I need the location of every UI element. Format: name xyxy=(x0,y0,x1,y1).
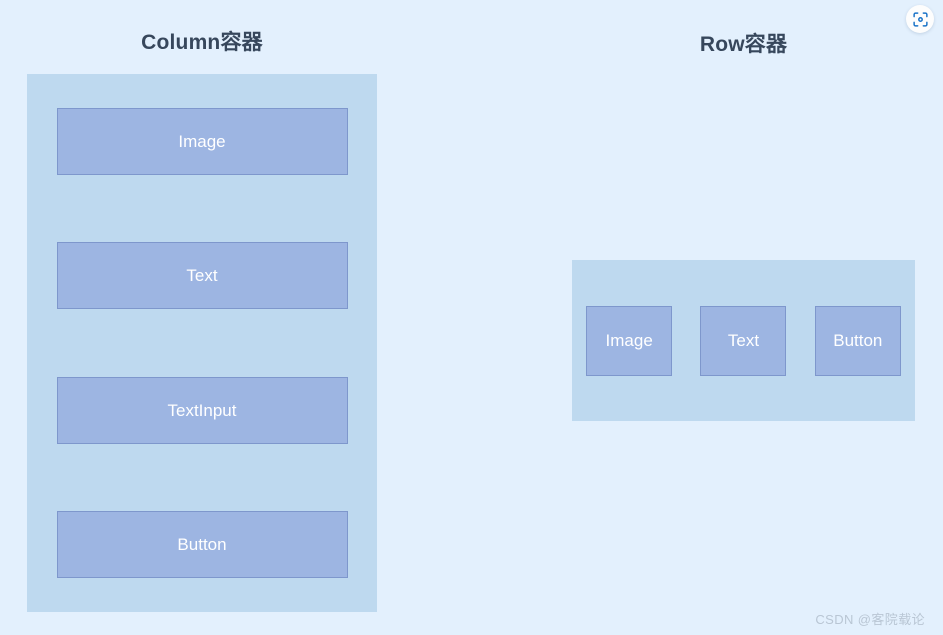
scan-frame-icon-button[interactable] xyxy=(906,5,934,33)
column-child-text[interactable]: Text xyxy=(56,242,348,310)
row-child-image[interactable]: Image xyxy=(586,305,673,376)
scan-frame-icon xyxy=(912,11,929,28)
row-container: Image Text Button xyxy=(572,260,915,421)
column-panel-title: Column容器 xyxy=(141,31,263,54)
column-child-button[interactable]: Button xyxy=(56,511,348,579)
row-child-text[interactable]: Text xyxy=(700,305,787,376)
column-container: Image Text TextInput Button xyxy=(27,74,377,612)
column-child-textinput[interactable]: TextInput xyxy=(56,376,348,444)
row-child-button[interactable]: Button xyxy=(814,305,901,376)
column-child-image[interactable]: Image xyxy=(56,107,348,175)
row-panel-title: Row容器 xyxy=(699,33,788,56)
watermark: CSDN @客院载论 xyxy=(815,612,925,627)
